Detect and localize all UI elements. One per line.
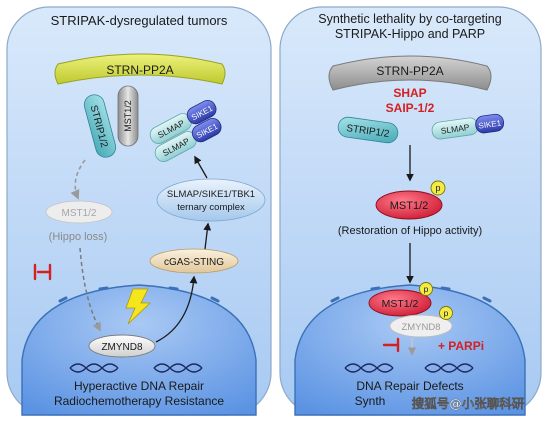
left-dashed-arrow-to-zmynd8 [79, 247, 101, 332]
left-dashed-arrow-to-mst [70, 159, 86, 200]
right-nucleus-line1: DNA Repair Defects [356, 379, 463, 393]
right-nuclear-phospho-label: p [424, 284, 429, 294]
left-zmynd8-label: ZMYND8 [101, 342, 143, 353]
right-sike-shape [475, 113, 505, 134]
right-saip-label: SAIP-1/2 [386, 101, 435, 115]
left-faded-mst-shape [45, 200, 113, 224]
left-panel: STRIPAK-dysregulated tumors STRN-PP2A MS… [6, 6, 272, 416]
right-slmap-label: SLMAP [440, 122, 470, 136]
watermark: 搜狐号@小张聊科研 [412, 396, 525, 411]
right-nuclear-mst-shape [368, 289, 432, 317]
right-strn-pp2a-shape [328, 55, 492, 91]
right-shap-label: SHAP [393, 86, 426, 100]
right-nucleus-line2: Synth [355, 394, 386, 408]
right-title-line2: STRIPAK-Hippo and PARP [335, 27, 485, 41]
right-sike-label: SIKE1 [478, 118, 502, 130]
left-ternary-line2: ternary complex [177, 202, 245, 213]
left-sike-shape-2 [191, 117, 222, 143]
left-mst-pill [117, 85, 139, 147]
left-cgas-sting-shape [149, 248, 239, 274]
left-panel-title: STRIPAK-dysregulated tumors [51, 13, 228, 28]
lightning-icon [125, 288, 151, 325]
left-sike-shape-1 [186, 99, 217, 125]
left-nucleus-line1: Hyperactive DNA Repair [74, 379, 204, 393]
right-strn-pp2a-label: STRN-PP2A [376, 64, 443, 78]
right-zmynd8-phospho-badge [439, 306, 453, 320]
right-dna-icon [344, 363, 474, 373]
left-mst-label: MST1/2 [123, 100, 133, 132]
left-strip-shape [83, 94, 117, 158]
right-title-line1: Synthetic lethality by co-targeting [318, 12, 501, 26]
left-dna-icon [69, 363, 203, 373]
left-nucleus-line2: Radiochemotherapy Resistance [54, 394, 224, 408]
right-phospho-label: p [435, 183, 440, 193]
right-strip-shape [337, 116, 399, 144]
left-cgas-sting-label: cGAS-STING [164, 257, 224, 268]
left-strn-pp2a-shape [54, 53, 226, 85]
left-arrow-zmynd8-to-cgas [155, 275, 198, 343]
right-zmynd8-label: ZMYND8 [401, 322, 440, 333]
right-nuclear-mst-label: MST1/2 [382, 298, 419, 310]
right-parpi-label: + PARPi [438, 339, 484, 353]
right-zmynd8-phospho-label: p [444, 308, 449, 318]
left-ternary-complex-shape [156, 178, 266, 222]
right-inhibition-mark [382, 337, 400, 353]
right-nuclear-pores [330, 286, 492, 303]
right-mst-shape [375, 190, 443, 220]
left-zmynd8-shape [88, 334, 156, 358]
left-arrow-ternary-to-slmap [194, 155, 208, 179]
left-strn-pp2a-label: STRN-PP2A [106, 63, 173, 77]
right-panel: Synthetic lethality by co-targeting STRI… [279, 6, 542, 416]
right-phospho-badge [430, 180, 446, 196]
left-inhibition-mark [33, 263, 52, 281]
right-restoration-label: (Restoration of Hippo activity) [338, 225, 482, 237]
right-mst-label: MST1/2 [390, 200, 429, 212]
left-ternary-line1: SLMAP/SIKE1/TBK1 [167, 189, 255, 200]
left-hippo-loss-label: (Hippo loss) [49, 231, 108, 243]
left-faded-mst-label: MST1/2 [61, 208, 96, 219]
right-zmynd8-shape [389, 314, 453, 338]
left-nuclear-pores [58, 286, 220, 303]
right-nuclear-phospho-badge [419, 282, 433, 296]
left-arrow-cgas-to-ternary [203, 222, 212, 250]
